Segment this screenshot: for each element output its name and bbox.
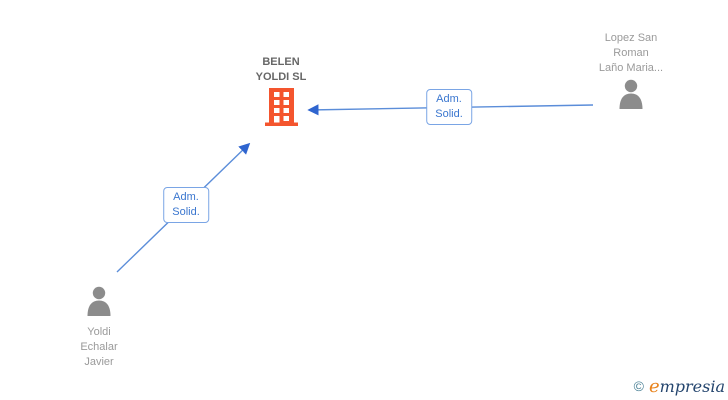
building-icon: [264, 88, 298, 131]
person-name-line: Laño Maria...: [598, 62, 664, 74]
person-name-line: Echalar: [80, 341, 118, 353]
person-name-line: Javier: [84, 356, 114, 368]
person-name-line: Yoldi: [87, 326, 111, 338]
company-name-line: YOLDI SL: [255, 71, 307, 83]
logo-brand-initial: e: [648, 376, 660, 397]
copyright-icon: ©: [633, 378, 644, 394]
company-node-belen-yoldi-sl[interactable]: BELEN YOLDI SL: [211, 55, 351, 131]
empresia-logo[interactable]: ©empresia: [634, 376, 725, 397]
person-icon: [84, 286, 114, 322]
edge-label-adm-solid-yoldi[interactable]: Adm. Solid.: [163, 187, 209, 223]
person-icon: [616, 79, 646, 115]
edge-label-line: Adm.: [436, 93, 462, 105]
edge-label-line: Solid.: [172, 206, 200, 218]
person-name: Yoldi Echalar Javier: [29, 325, 169, 370]
company-name: BELEN YOLDI SL: [211, 55, 351, 85]
person-node-lopez-san-roman[interactable]: Lopez San Roman Laño Maria...: [561, 31, 701, 115]
company-name-line: BELEN: [262, 56, 300, 68]
edge-label-line: Adm.: [173, 191, 199, 203]
logo-brand-text: mpresia: [659, 377, 725, 396]
edge-label-adm-solid-lopez[interactable]: Adm. Solid.: [426, 89, 472, 125]
edge-label-line: Solid.: [435, 108, 463, 120]
person-name-line: Roman: [613, 47, 649, 59]
person-name: Lopez San Roman Laño Maria...: [561, 31, 701, 76]
person-node-yoldi-echalar-javier[interactable]: Yoldi Echalar Javier: [29, 286, 169, 370]
person-name-line: Lopez San: [604, 32, 658, 44]
